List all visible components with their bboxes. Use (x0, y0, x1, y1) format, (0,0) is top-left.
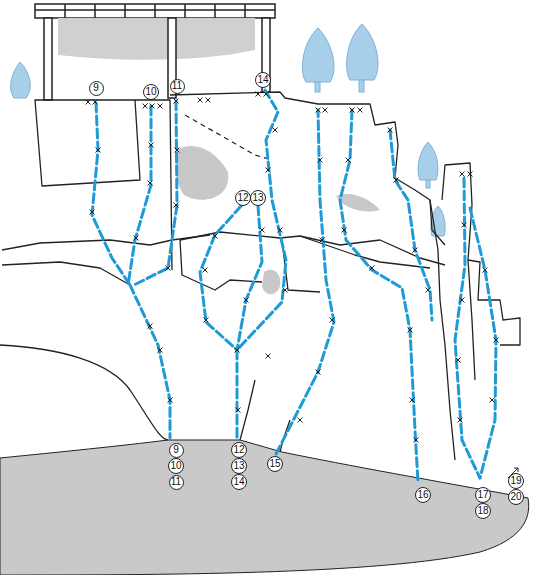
callout-number: 17 (475, 487, 491, 503)
callout-number: 9 (89, 81, 104, 96)
callout-text: 17 (477, 490, 488, 500)
callout-text: 12 (233, 445, 244, 455)
callout-number: 19 (508, 473, 524, 489)
callout-text: 9 (93, 83, 99, 93)
callout-text: 10 (170, 461, 181, 471)
callout-number: 14 (231, 474, 247, 490)
callout-text: 15 (269, 459, 280, 469)
callout-number: 18 (475, 503, 491, 519)
callout-number: 16 (415, 487, 431, 503)
callout-number: 13 (231, 458, 247, 474)
callout-number: 9 (169, 443, 184, 458)
bridge (35, 4, 275, 100)
ground (0, 440, 529, 575)
callout-text: 10 (145, 87, 156, 97)
climbing-route (92, 90, 496, 482)
callout-number: 11 (169, 475, 184, 490)
callout-text: 19 (510, 476, 521, 486)
callout-number: 10 (143, 84, 159, 100)
callout-text: 14 (233, 477, 244, 487)
callout-number: 12 (231, 442, 247, 458)
callout-number: 14 (255, 72, 271, 88)
callout-number: 10 (168, 458, 184, 474)
roof-edge (185, 115, 272, 160)
bolt-marks (86, 92, 499, 443)
callout-text: 14 (257, 75, 268, 85)
callout-number: 13 (250, 190, 266, 206)
callout-text: 11 (171, 477, 181, 487)
callout-number: 15 (267, 456, 283, 472)
callout-text: 20 (510, 492, 521, 502)
callout-text: 18 (477, 506, 488, 516)
trees (11, 24, 445, 236)
callout-number: 11 (170, 79, 185, 94)
rock-outline (0, 92, 520, 460)
callout-text: 9 (173, 445, 179, 455)
callout-text: 12 (237, 193, 248, 203)
callout-text: 13 (252, 193, 263, 203)
pointer-arrow (514, 468, 518, 472)
callout-text: 16 (417, 490, 428, 500)
callout-number: 12 (235, 190, 251, 206)
callout-text: 13 (233, 461, 244, 471)
callout-text: 11 (172, 81, 182, 91)
callout-number: 20 (508, 489, 524, 505)
